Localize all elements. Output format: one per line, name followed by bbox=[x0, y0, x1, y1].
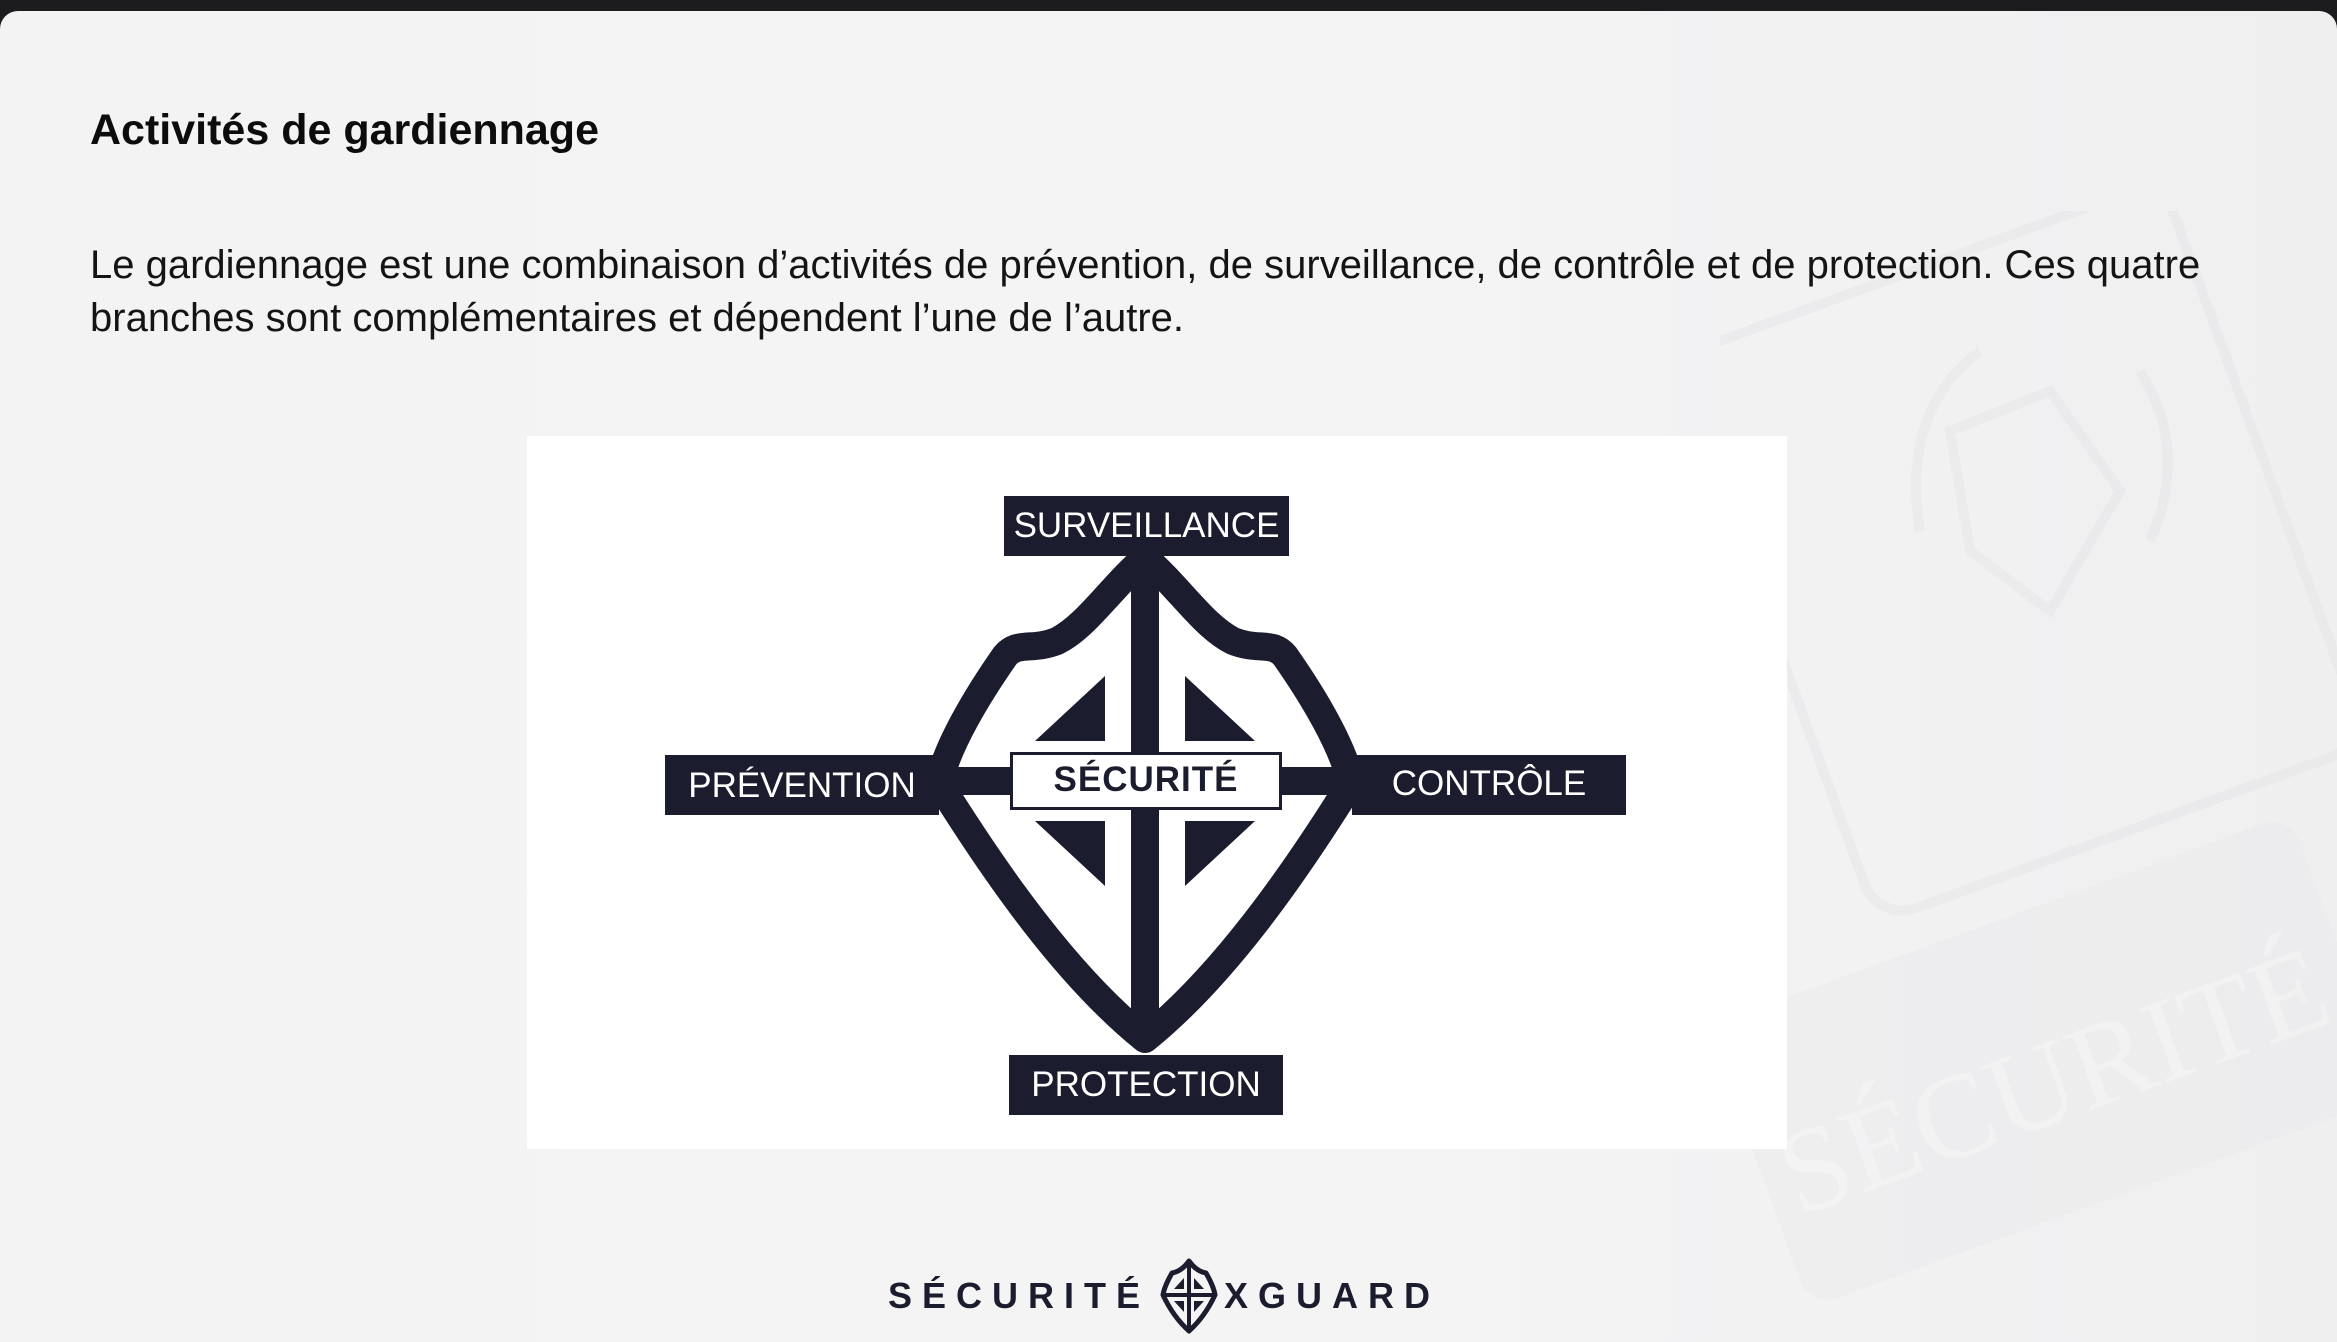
shield-logo-icon bbox=[1160, 1258, 1218, 1334]
badge-watermark-icon: SÉCURITÉ bbox=[1720, 211, 2337, 1300]
shield-triangle-bottom-left bbox=[1035, 821, 1105, 886]
label-securite: SÉCURITÉ bbox=[1010, 752, 1282, 810]
intro-paragraph: Le gardiennage est une combinaison d’act… bbox=[90, 243, 2201, 340]
shield-triangle-top-right bbox=[1185, 676, 1255, 741]
page-title: Activités de gardiennage bbox=[90, 106, 599, 154]
shield-triangle-bottom-right bbox=[1185, 821, 1255, 886]
label-protection: PROTECTION bbox=[1009, 1055, 1283, 1115]
label-prevention: PRÉVENTION bbox=[665, 755, 939, 815]
security-diagram: SURVEILLANCE PRÉVENTION CONTRÔLE PROTECT… bbox=[527, 436, 1787, 1149]
slide: SÉCURITÉ Activités de gardiennage Le gar… bbox=[0, 11, 2337, 1342]
label-surveillance: SURVEILLANCE bbox=[1004, 496, 1289, 556]
label-controle: CONTRÔLE bbox=[1352, 755, 1626, 815]
shield-triangle-top-left bbox=[1035, 676, 1105, 741]
footer-brand-left: SÉCURITÉ bbox=[888, 1275, 1151, 1316]
footer-brand-right: XGUARD bbox=[1224, 1275, 1441, 1316]
footer-brand-logo: SÉCURITÉ XGUARD bbox=[888, 1256, 1440, 1336]
